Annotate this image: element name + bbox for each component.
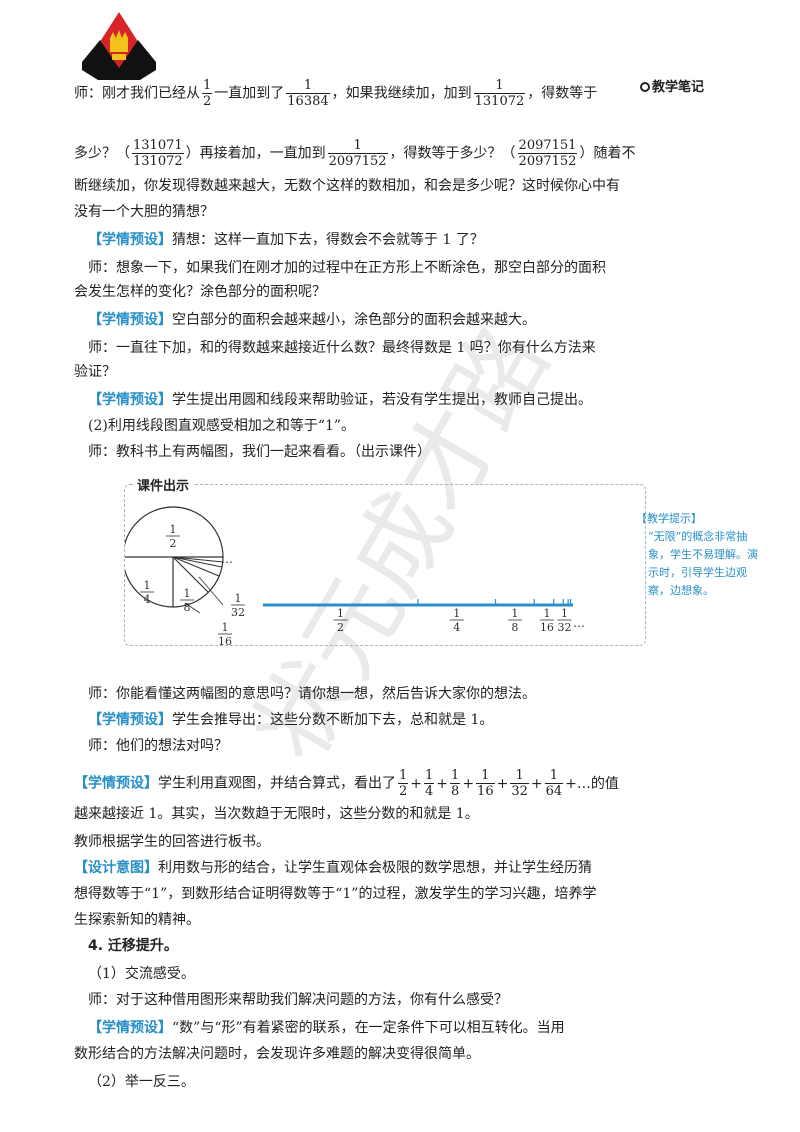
leader-line-1-32 — [198, 576, 224, 606]
svg-text:2: 2 — [170, 537, 177, 550]
circle-label-1-16: 116 — [218, 621, 232, 645]
svg-text:16: 16 — [218, 635, 232, 645]
svg-text:2: 2 — [337, 621, 344, 634]
plus-sign: + — [530, 775, 543, 792]
teaching-tip-body: “无限”的概念非常抽象，学生不易理解。演示时，引导学生边观察，边想象。 — [648, 530, 758, 597]
svg-text:32: 32 — [557, 621, 571, 634]
series-tail: +…的值 — [565, 775, 619, 792]
svg-text:1: 1 — [561, 607, 568, 620]
shield-logo-icon — [82, 12, 156, 80]
para18-line1: 【学情预设】“数”与“形”有着紧密的联系，在一定条件下可以相互转化。当用 — [88, 1020, 565, 1036]
para6-line2: 验证？ — [74, 364, 116, 380]
para2-line2: 断继续加，你发现得数越来越大，无数个这样的数相加，和会是多少呢？这时候你心中有 — [74, 178, 620, 194]
line-label-1-2: 12 — [333, 607, 348, 634]
circle-64th-divider — [172, 556, 224, 563]
svg-text:1: 1 — [453, 607, 460, 620]
svg-text:4: 4 — [144, 593, 151, 606]
svg-text:1: 1 — [222, 621, 229, 634]
circle-label-1-4: 14 — [140, 579, 154, 606]
bullet-circle-icon — [640, 82, 650, 92]
para8: (2)利用线段图直观感受相加之和等于“1”。 — [88, 418, 356, 434]
svg-text:1: 1 — [184, 587, 191, 600]
teaching-tip-title: 【教学提示】 — [636, 512, 702, 525]
plus-sign: + — [462, 775, 475, 792]
circle-label-1-2: 12 — [166, 523, 180, 550]
para14: 教师根据学生的回答进行板书。 — [74, 834, 270, 850]
line-label-1-32: 132 — [557, 607, 572, 634]
plus-sign: + — [496, 775, 509, 792]
para2-line3: 没有一个大胆的猜想？ — [74, 204, 214, 220]
line-label-1-4: 14 — [449, 607, 464, 634]
para15-line1: 【设计意图】利用数与形的结合，让学生直观体会极限的数学思想，并让学生经历猜 — [74, 860, 592, 876]
para9: 师：教科书上有两幅图，我们一起来看看。（出示课件） — [88, 444, 431, 460]
svg-text:1: 1 — [170, 523, 177, 536]
circle-sixteenth-divider — [172, 556, 220, 577]
svg-text:1: 1 — [511, 607, 518, 620]
para15-line3: 生探索新知的精神。 — [74, 912, 200, 928]
plus-sign: + — [436, 775, 449, 792]
para4-line1: 师：想象一下，如果我们在刚才加的过程中在正方形上不断涂色，那空白部分的面积 — [88, 260, 606, 276]
line-label-1-16: 116 — [539, 607, 554, 634]
svg-text:1: 1 — [235, 592, 242, 605]
section-4-heading: 4. 迁移提升。 — [88, 938, 178, 954]
para17: 师：对于这种借用图形来帮助我们解决问题的方法，你有什么感受？ — [88, 992, 508, 1008]
plus-sign: + — [410, 775, 423, 792]
circle-32nd-divider — [172, 556, 223, 568]
svg-text:8: 8 — [184, 601, 191, 614]
circle-label-1-32: 132 — [231, 592, 245, 619]
para18-line2: 数形结合的方法解决问题时，会发现许多难题的解决变得很简单。 — [74, 1046, 480, 1062]
para13-line2: 越来越接近 1。其实，当次数趋于无限时，这些分数的和就是 1。 — [74, 806, 479, 822]
svg-text:8: 8 — [511, 621, 518, 634]
teaching-notes-title: 教学笔记 — [640, 76, 704, 95]
svg-text:1: 1 — [144, 579, 151, 592]
svg-text:32: 32 — [231, 606, 245, 619]
circle-label-1-8: 18 — [180, 587, 194, 614]
para19: （2）举一反三。 — [88, 1074, 195, 1090]
courseware-label: 课件出示 — [133, 475, 194, 494]
line-more-dots: … — [573, 616, 585, 630]
para4-line2: 会发生怎样的变化？涂色部分的面积呢？ — [74, 284, 326, 300]
para10: 师：你能看懂这两幅图的意思吗？请你想一想，然后告诉大家你的想法。 — [88, 686, 536, 702]
para5: 【学情预设】空白部分的面积会越来越小，涂色部分的面积会越来越大。 — [88, 312, 536, 328]
para11: 【学情预设】学生会推导出：这些分数不断加下去，总和就是 1。 — [88, 712, 494, 728]
leader-line-1-16 — [184, 602, 201, 614]
circle-eighth-divider — [172, 556, 209, 593]
para16: （1）交流感受。 — [88, 966, 195, 982]
svg-text:1: 1 — [337, 607, 344, 620]
para7: 【学情预设】学生提出用圆和线段来帮助验证，若没有学生提出，教师自己提出。 — [88, 392, 592, 408]
circle-more-dots: … — [221, 552, 233, 566]
svg-text:4: 4 — [453, 621, 460, 634]
para6-line1: 师：一直往下加，和的得数越来越接近什么数？最终得数是 1 吗？你有什么方法来 — [88, 340, 596, 356]
line-label-1-8: 18 — [507, 607, 522, 634]
svg-text:16: 16 — [540, 621, 554, 634]
teaching-tip: 【教学提示】 “无限”的概念非常抽象，学生不易理解。演示时，引导学生边观察，边想… — [636, 510, 766, 600]
para15-line2: 想得数等于“1”，到数形结合证明得数等于“1”的过程，激发学生的学习兴趣，培养学 — [74, 886, 597, 902]
svg-text:1: 1 — [543, 607, 550, 620]
para12: 师：他们的想法对吗？ — [88, 738, 228, 754]
para3: 【学情预设】猜想：这样一直加下去，得数会不会就等于 1 了？ — [88, 232, 484, 248]
